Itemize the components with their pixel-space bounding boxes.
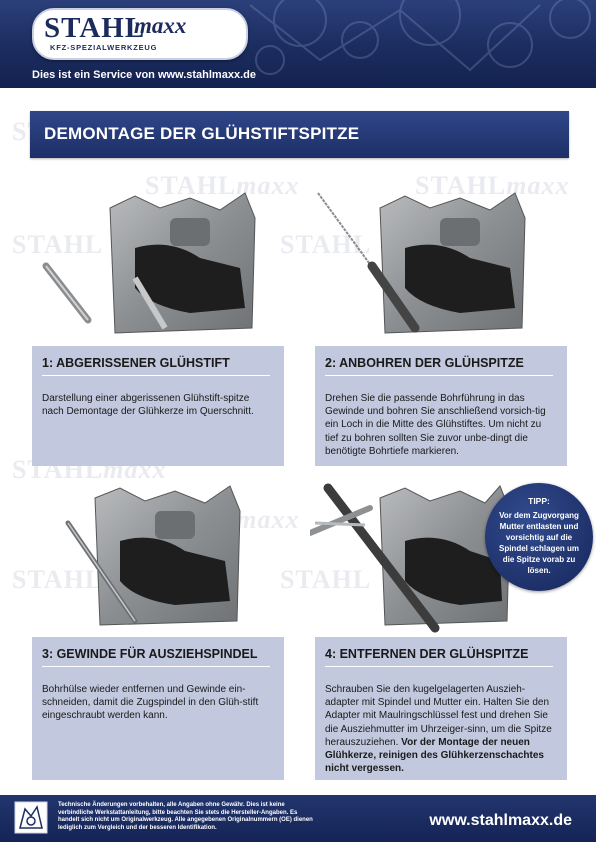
- step-4-heading: 4: ENTFERNEN DER GLÜHSPITZE: [325, 647, 553, 667]
- step-3-box: 3: GEWINDE FÜR AUSZIEHSPINDEL Bohrhülse …: [32, 637, 284, 780]
- page-footer: Technische Änderungen vorbehalten, alle …: [0, 795, 596, 842]
- watermark-logo: STAHL: [12, 230, 104, 259]
- footer-url-link[interactable]: www.stahlmaxx.de: [429, 812, 572, 829]
- tip-text: Vor dem Zugvorgang Mutter entlasten und …: [498, 511, 579, 575]
- service-notice: Dies ist ein Service von www.stahlmaxx.d…: [32, 69, 256, 81]
- watermark-logo: STAHL: [12, 565, 104, 594]
- stahlmaxx-logo[interactable]: STAHL maxx KFZ-SPEZIALWERKZEUG: [32, 8, 248, 60]
- page-title: DEMONTAGE DER GLÜHSTIFTSPITZE: [44, 124, 360, 143]
- step-4-text: Schrauben Sie den kugelgelagerten Auszie…: [325, 684, 552, 748]
- step-1-box: 1: ABGERISSENER GLÜHSTIFT Darstellung ei…: [32, 346, 284, 466]
- footer-disclaimer: Technische Änderungen vorbehalten, alle …: [58, 802, 313, 831]
- step-4-image: [310, 483, 511, 633]
- step-3-text: Bohrhülse wieder entfernen und Gewinde e…: [42, 684, 259, 722]
- logo-wordmark-maxx: maxx: [134, 13, 187, 38]
- watermark-logo: STAHLmaxx: [415, 171, 570, 200]
- step-3-heading: 3: GEWINDE FÜR AUSZIEHSPINDEL: [42, 647, 270, 667]
- step-1-heading: 1: ABGERISSENER GLÜHSTIFT: [42, 356, 270, 376]
- step-2-box: 2: ANBOHREN DER GLÜHSPITZE Drehen Sie di…: [315, 346, 567, 466]
- tip-title: TIPP:: [528, 496, 550, 506]
- step-1-text: Darstellung einer abgerissenen Glühstift…: [42, 393, 254, 418]
- step-1-image: [42, 192, 256, 334]
- title-bar: DEMONTAGE DER GLÜHSTIFTSPITZE: [30, 111, 569, 158]
- tip-bubble: TIPP: Vor dem Zugvorgang Mutter entlaste…: [485, 483, 593, 591]
- step-4-text-bold: Vor der Montage der neuen Glühkerze, rei…: [325, 736, 544, 775]
- guild-emblem-icon: [14, 801, 48, 834]
- logo-wordmark-stahl: STAHL: [44, 12, 146, 44]
- step-2-heading: 2: ANBOHREN DER GLÜHSPITZE: [325, 356, 553, 376]
- engine-pattern-background: [249, 0, 591, 75]
- step-2-image: [317, 192, 526, 334]
- logo-tagline: KFZ-SPEZIALWERKZEUG: [50, 43, 158, 52]
- step-4-box: 4: ENTFERNEN DER GLÜHSPITZE Schrauben Si…: [315, 637, 567, 780]
- step-3-image: [65, 485, 241, 626]
- watermark-logo: STAHL: [280, 230, 372, 259]
- step-2-text: Drehen Sie die passende Bohrführung in d…: [325, 393, 546, 457]
- watermark-logo: STAHLmaxx: [145, 171, 300, 200]
- watermark-logo: STAHL: [280, 565, 372, 594]
- page-header: STAHL maxx KFZ-SPEZIALWERKZEUG Dies ist …: [0, 0, 596, 88]
- step-4-text-block: Schrauben Sie den kugelgelagerten Auszie…: [325, 683, 555, 775]
